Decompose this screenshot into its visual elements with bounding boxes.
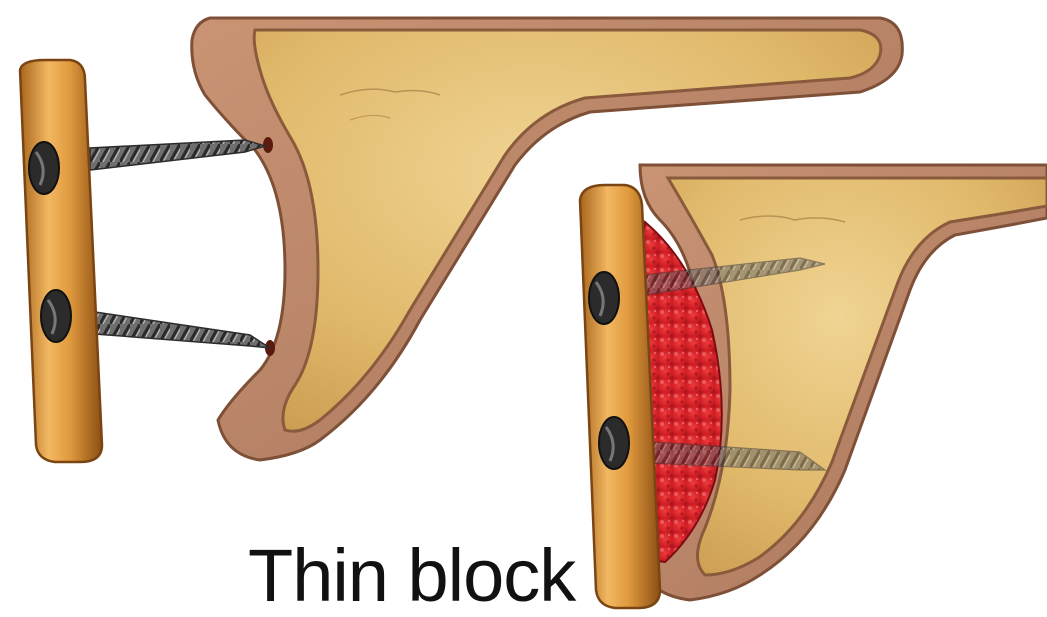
left-fixation-rod [20, 60, 102, 462]
left-screw-lower [95, 312, 270, 348]
left-screw-upper [90, 140, 265, 170]
caption-label: Thin block [248, 536, 575, 616]
